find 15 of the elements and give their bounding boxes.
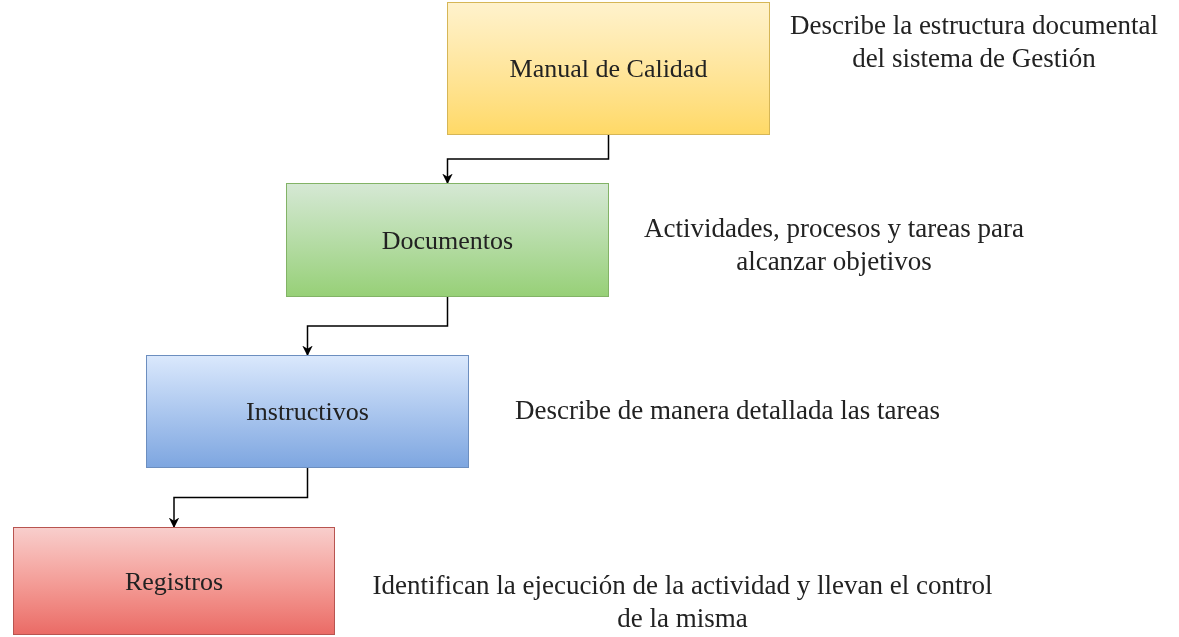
description-text: Identifican la ejecución de la actividad y llevan el control de la misma: [371, 569, 994, 635]
process-box: [13, 527, 335, 635]
process-box: [286, 183, 609, 297]
connector-arrow: [302, 296, 449, 357]
description-text: Describe de manera detallada las tareas: [514, 394, 941, 427]
process-box: [146, 355, 469, 468]
process-box: [447, 2, 770, 135]
box-label: Registros: [124, 565, 224, 598]
box-label: Manual de Calidad: [509, 53, 708, 85]
description-text: Actividades, procesos y tareas para alcanzar objetivos: [642, 212, 1026, 278]
connector-arrow: [442, 134, 610, 185]
description-text: Describe la estructura documental del sistema de Gestión: [788, 9, 1160, 75]
box-label: Instructivos: [246, 396, 369, 428]
box-label: Documentos: [381, 224, 514, 257]
connector-arrow: [168, 467, 309, 529]
